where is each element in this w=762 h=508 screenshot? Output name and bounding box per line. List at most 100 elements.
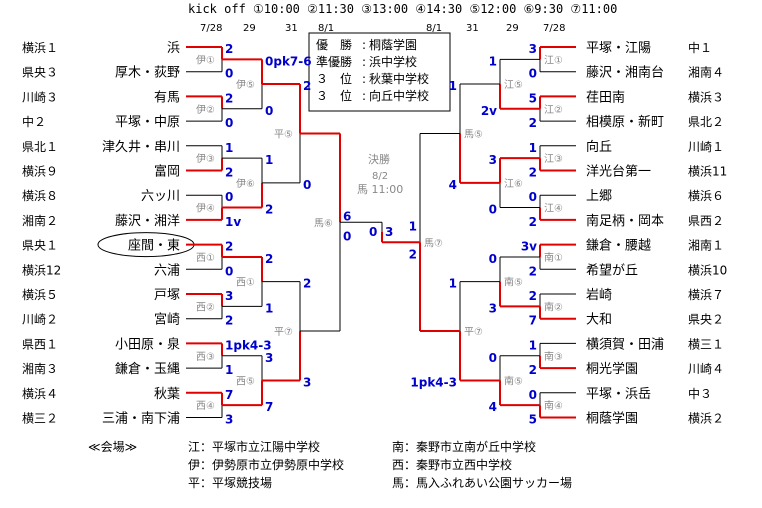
left-r1-score-top: 2 xyxy=(225,91,233,105)
left-r3-score-bottom: 0 xyxy=(303,178,311,192)
left-r2-score-top: 3 xyxy=(265,351,273,365)
team-region-left: 中２ xyxy=(22,114,46,129)
date-left-r2: 29 xyxy=(243,23,256,34)
right-sf-venue: 馬⑦ xyxy=(424,237,443,249)
right-r1-score-top: 5 xyxy=(529,91,537,105)
left-r2-venue: 西① xyxy=(236,278,255,289)
legend-title: ≪会場≫ xyxy=(88,440,137,454)
result-separator: : xyxy=(362,72,366,86)
left-r2-venue: 伊⑤ xyxy=(236,79,255,91)
team-region-left: 横三２ xyxy=(22,412,58,426)
result-value-third-b: 向丘中学校 xyxy=(369,88,429,103)
right-r2-venue: 南⑤ xyxy=(504,276,523,289)
team-region-right: 県西２ xyxy=(688,214,724,228)
team-name-left: 三浦・南下浦 xyxy=(102,411,180,427)
right-r1-score-bottom: 5 xyxy=(529,413,537,427)
result-value-champion: 桐蔭学園 xyxy=(369,37,417,52)
team-name-left: 浜 xyxy=(167,41,180,56)
team-region-left: 横浜８ xyxy=(22,189,58,203)
right-r1-score-top: 0 xyxy=(529,388,537,402)
right-r2-venue: 江⑥ xyxy=(504,178,523,190)
final-date: 8/2 xyxy=(372,171,388,182)
left-r3-score-bottom: 3 xyxy=(303,375,311,389)
team-name-right: 平塚・江陽 xyxy=(586,41,651,56)
final-title: 決勝 xyxy=(368,152,390,166)
team-name-left: 秋葉 xyxy=(154,387,180,402)
date-right-r3: 31 xyxy=(466,23,479,34)
left-r1-score-top: 2 xyxy=(225,240,233,254)
right-r3-score-bottom: 4 xyxy=(449,178,457,192)
team-name-left: 小田原・泉 xyxy=(115,336,180,352)
right-r3-venue: 平⑦ xyxy=(464,327,483,338)
right-r2-score-bottom: 3 xyxy=(489,301,497,315)
right-r2-score-top: 1 xyxy=(489,54,497,68)
right-r1-score-bottom: 2 xyxy=(529,264,537,278)
left-r3-venue: 平⑤ xyxy=(274,129,293,140)
left-r1-score-bottom: 0 xyxy=(225,116,233,130)
result-label-champion: 優 勝 xyxy=(316,37,352,52)
right-r1-score-bottom: 2 xyxy=(529,215,537,229)
right-r1-score-top: 3v xyxy=(521,240,537,254)
right-r1-score-bottom: 7 xyxy=(529,314,537,328)
team-region-left: 横浜４ xyxy=(22,387,58,401)
team-name-right: 南足柄・岡本 xyxy=(586,213,664,229)
legend-item-ba: 馬：馬入ふれあい公園サッカー場 xyxy=(392,476,572,490)
team-region-left: 横浜５ xyxy=(22,288,58,302)
legend-item-e: 江：平塚市立江陽中学校 xyxy=(188,439,320,454)
team-name-left: 宮崎 xyxy=(154,312,180,328)
team-region-left: 横浜１ xyxy=(22,41,58,55)
team-region-left: 川崎３ xyxy=(22,90,58,104)
team-name-right: 横須賀・田浦 xyxy=(586,337,664,352)
date-right-r2: 29 xyxy=(506,23,519,34)
left-r1-venue: 西④ xyxy=(196,401,215,412)
result-separator: : xyxy=(362,38,366,52)
team-region-right: 横浜10 xyxy=(688,263,727,277)
right-r1-score-top: 2 xyxy=(529,289,537,303)
team-region-left: 県央３ xyxy=(22,66,58,80)
team-name-right: 向丘 xyxy=(586,139,612,155)
left-r1-score-top: 3 xyxy=(225,289,233,303)
team-name-right: 桐蔭学園 xyxy=(586,411,638,427)
team-region-right: 県央２ xyxy=(688,313,724,327)
date-left-r3: 31 xyxy=(285,23,298,34)
right-r3-score-top: 1 xyxy=(449,277,457,291)
date-left-sf: 8/1 xyxy=(318,23,334,34)
team-name-left: 厚木・荻野 xyxy=(115,66,180,81)
final-score-right: 3 xyxy=(385,225,393,239)
right-r2-venue: 南⑤ xyxy=(504,374,523,387)
team-region-right: 横浜２ xyxy=(688,412,724,426)
right-r1-score-top: 0 xyxy=(529,190,537,204)
left-r2-score-bottom: 0 xyxy=(265,104,273,118)
results-list: 優 勝 : 桐蔭学園 準優勝 : 浜中学校 ３ 位 : 秋葉中学校 ３ 位 : … xyxy=(316,37,429,103)
left-sf-score-top: 6 xyxy=(343,209,351,223)
team-name-right: 桐光学園 xyxy=(586,361,638,377)
left-r1-venue: 伊① xyxy=(196,54,215,66)
left-r2-score-top: 2 xyxy=(265,252,273,266)
right-r1-score-top: 1 xyxy=(529,338,537,352)
left-r1-score-top: 1 xyxy=(225,141,233,155)
team-region-left: 横浜９ xyxy=(22,165,58,179)
team-region-right: 中３ xyxy=(688,386,712,401)
team-name-right: 鎌倉・腰越 xyxy=(586,239,651,254)
team-region-left: 横浜12 xyxy=(22,263,61,277)
left-r1-score-bottom: 2 xyxy=(225,314,233,328)
right-r2-score-top: 3 xyxy=(489,153,497,167)
right-r1-score-bottom: 2 xyxy=(529,166,537,180)
team-region-right: 横浜７ xyxy=(688,288,724,302)
left-sf-venue: 馬⑥ xyxy=(314,217,333,229)
left-r3-score-top: 2 xyxy=(303,79,311,93)
right-r2-score-bottom: 2v xyxy=(481,104,497,118)
right-r2-score-bottom: 4 xyxy=(489,400,497,414)
right-r1-score-top: 1 xyxy=(529,141,537,155)
result-label-third-b: ３ 位 xyxy=(316,88,352,103)
left-r1-venue: 西② xyxy=(196,302,215,313)
right-r2-venue: 江⑤ xyxy=(504,79,523,91)
left-r2-score-top: 0pk7-6 xyxy=(265,54,312,68)
left-r2-venue: 西⑤ xyxy=(236,376,255,387)
right-r1-venue: 江④ xyxy=(544,203,563,215)
date-left-r1: 7/28 xyxy=(200,23,222,34)
left-r1-score-bottom: 0 xyxy=(225,67,233,81)
left-sf-score-bottom: 0 xyxy=(343,229,351,243)
